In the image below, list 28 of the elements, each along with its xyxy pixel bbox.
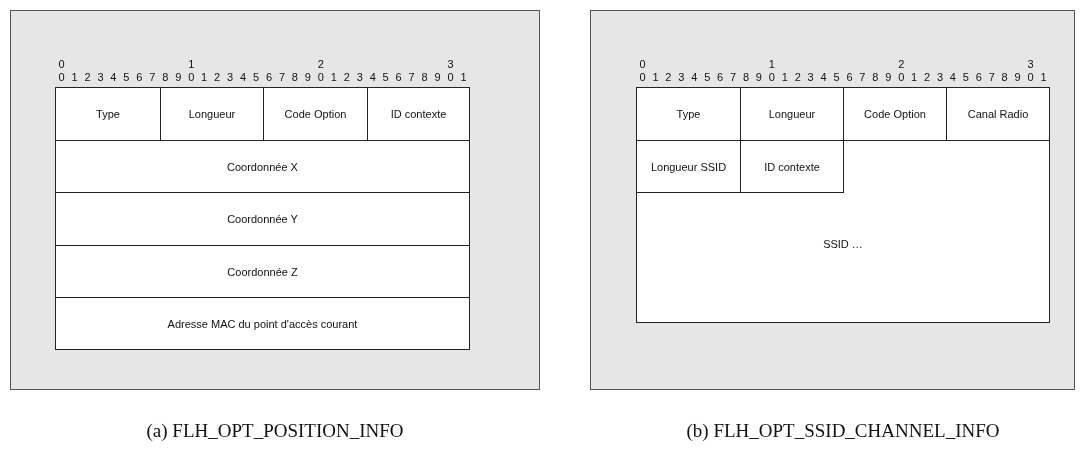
diagram-panel <box>590 10 1075 390</box>
figure-caption: (b) FLH_OPT_SSID_CHANNEL_INFO <box>686 420 1000 442</box>
bit-ruler-tick: 3 <box>1027 58 1034 70</box>
diagram-panel <box>10 10 540 390</box>
packet-field: SSID … Longueur SSID ID contexte <box>636 140 1050 323</box>
packet-field: ID contexte <box>367 87 470 141</box>
bit-ruler-tick: 1 <box>768 58 775 70</box>
packet-field: Canal Radio <box>946 87 1050 141</box>
packet-field: Coordonnée X <box>55 140 470 193</box>
bit-ruler-tick: 3 <box>447 58 454 70</box>
packet-field: Code Option <box>263 87 368 141</box>
packet-field: Coordonnée Y <box>55 192 470 246</box>
bit-ruler-tick: 0 <box>639 58 646 70</box>
bit-ruler-tick: 0 <box>58 58 65 70</box>
bit-ruler-tick: 2 <box>898 58 905 70</box>
packet-field: ID contexte <box>740 140 844 193</box>
packet-field: Type <box>636 87 741 141</box>
bit-ruler-tick: 2 <box>317 58 324 70</box>
bit-ruler-tick: 1 <box>188 58 195 70</box>
packet-field: Longueur <box>740 87 844 141</box>
figure-caption: (a) FLH_OPT_POSITION_INFO <box>146 420 404 442</box>
packet-field: Code Option <box>843 87 947 141</box>
packet-field: Coordonnée Z <box>55 245 470 298</box>
packet-field: Type <box>55 87 161 141</box>
packet-field: Adresse MAC du point d'accès courant <box>55 297 470 350</box>
bit-ruler: 0 1 2 3 4 5 6 7 8 9 0 1 2 3 4 5 6 7 8 9 0 1 2 3 4 5 6 7 8 9 0 1 <box>58 71 467 83</box>
bit-ruler: 0 1 2 3 4 5 6 7 8 9 0 1 2 3 4 5 6 7 8 9 0 1 2 3 4 5 6 7 8 9 0 1 <box>639 71 1047 83</box>
packet-field: Longueur <box>160 87 264 141</box>
